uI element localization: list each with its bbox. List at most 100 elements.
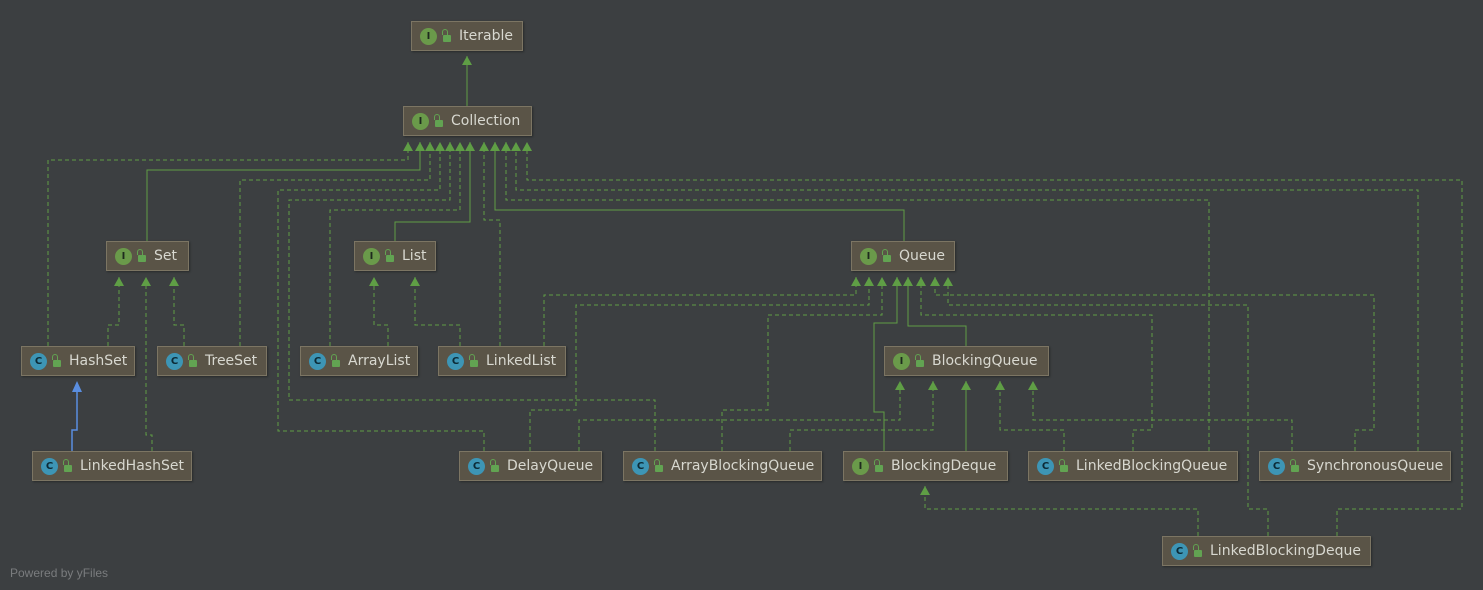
class-icon: C [468, 457, 485, 475]
node-label: BlockingDeque [891, 458, 997, 474]
public-lock-icon [385, 248, 394, 262]
node-label: BlockingQueue [932, 353, 1038, 369]
node-label: TreeSet [205, 353, 258, 369]
public-lock-icon [882, 248, 891, 262]
public-lock-icon [434, 113, 443, 127]
edge-linkedlist-list [410, 277, 461, 346]
edge-hashset-set [107, 277, 124, 346]
edge-hashset-collection [47, 142, 413, 346]
node-queue[interactable]: I Queue [851, 241, 955, 271]
edge-linkedblockingqueue-queue [916, 277, 1153, 451]
powered-by-footer: Powered by yFiles [10, 566, 109, 580]
public-lock-icon [874, 458, 883, 472]
edge-delayqueue-queue [529, 277, 874, 451]
node-label: Set [154, 248, 177, 264]
interface-icon: I [412, 112, 429, 130]
interface-icon: I [852, 457, 869, 475]
class-icon: C [1037, 457, 1054, 475]
edge-linkedlist-collection [479, 142, 501, 346]
class-icon: C [1171, 542, 1188, 560]
interface-icon: I [115, 247, 132, 265]
node-label: Queue [899, 248, 945, 264]
edge-queue-collection [490, 142, 905, 241]
node-delayqueue[interactable]: C DelayQueue [459, 451, 602, 481]
edge-linkedhashset-hashset-arrow [72, 381, 82, 392]
edge-arrayblockingqueue-blockingqueue [789, 381, 938, 451]
node-iterable[interactable]: I Iterable [411, 21, 523, 51]
interface-icon: I [893, 352, 910, 370]
public-lock-icon [188, 353, 197, 367]
node-label: SynchronousQueue [1307, 458, 1444, 474]
edge-linkedblockingqueue-collection [501, 142, 1210, 451]
class-icon: C [632, 457, 649, 475]
node-blockingqueue[interactable]: I BlockingQueue [884, 346, 1049, 376]
node-label: LinkedHashSet [80, 458, 184, 474]
public-lock-icon [52, 353, 61, 367]
public-lock-icon [137, 248, 146, 262]
class-icon: C [1268, 457, 1285, 475]
edge-linkedblockingqueue-blockingqueue [995, 381, 1065, 451]
edge-blockingqueue-queue [903, 277, 967, 346]
node-label: LinkedBlockingDeque [1210, 543, 1361, 559]
node-synchronousqueue[interactable]: C SynchronousQueue [1259, 451, 1451, 481]
public-lock-icon [654, 458, 663, 472]
edge-linkedhashset-hashset [71, 391, 78, 451]
node-label: LinkedList [486, 353, 557, 369]
edge-arraylist-list [369, 277, 389, 346]
node-label: LinkedBlockingQueue [1076, 458, 1228, 474]
class-icon: C [309, 352, 326, 370]
node-label: Collection [451, 113, 521, 129]
node-linkedlist[interactable]: C LinkedList [438, 346, 566, 376]
edge-linkedlist-queue [543, 277, 861, 346]
edge-synchronousqueue-collection [511, 142, 1419, 451]
edge-linkedblockingdeque-blockingdeque [920, 486, 1199, 536]
class-icon: C [41, 457, 58, 475]
edge-linkedblockingdeque-collection [522, 142, 1463, 536]
interface-icon: I [363, 247, 380, 265]
node-list[interactable]: I List [354, 241, 436, 271]
edge-treeset-collection [239, 142, 435, 346]
node-label: DelayQueue [507, 458, 594, 474]
node-arrayblockingqueue[interactable]: C ArrayBlockingQueue [623, 451, 822, 481]
node-set[interactable]: I Set [106, 241, 189, 271]
node-hashset[interactable]: C HashSet [21, 346, 135, 376]
node-collection[interactable]: I Collection [403, 106, 532, 136]
node-linkedblockingqueue[interactable]: C LinkedBlockingQueue [1028, 451, 1238, 481]
class-icon: C [30, 352, 47, 370]
node-label: List [402, 248, 427, 264]
node-label: Iterable [459, 28, 513, 44]
node-treeset[interactable]: C TreeSet [157, 346, 267, 376]
edge-list-collection [394, 142, 475, 241]
node-blockingdeque[interactable]: I BlockingDeque [843, 451, 1008, 481]
public-lock-icon [1193, 543, 1202, 557]
interface-icon: I [860, 247, 877, 265]
node-label: ArrayBlockingQueue [671, 458, 815, 474]
edge-blockingdeque-queue [873, 277, 902, 451]
edge-arrayblockingqueue-queue [721, 277, 887, 451]
edge-delayqueue-blockingqueue [578, 381, 905, 451]
node-linkedhashset[interactable]: C LinkedHashSet [32, 451, 192, 481]
edge-synchronousqueue-blockingqueue [1028, 381, 1293, 451]
node-label: HashSet [69, 353, 128, 369]
edge-delayqueue-collection [277, 142, 485, 451]
public-lock-icon [1290, 458, 1299, 472]
edge-treeset-set [169, 277, 185, 346]
edge-arrayblockingqueue-collection [288, 142, 656, 451]
node-arraylist[interactable]: C ArrayList [300, 346, 418, 376]
node-linkedblockingdeque[interactable]: C LinkedBlockingDeque [1162, 536, 1371, 566]
class-icon: C [447, 352, 464, 370]
edge-linkedblockingdeque-queue [943, 277, 1269, 536]
edge-linkedhashset-set [141, 277, 153, 451]
node-label: ArrayList [348, 353, 411, 369]
interface-icon: I [420, 27, 437, 45]
public-lock-icon [490, 458, 499, 472]
public-lock-icon [442, 28, 451, 42]
public-lock-icon [915, 353, 924, 367]
edge-set-collection [146, 142, 425, 241]
class-icon: C [166, 352, 183, 370]
public-lock-icon [63, 458, 72, 472]
public-lock-icon [331, 353, 340, 367]
edge-synchronousqueue-queue [930, 277, 1375, 451]
public-lock-icon [1059, 458, 1068, 472]
